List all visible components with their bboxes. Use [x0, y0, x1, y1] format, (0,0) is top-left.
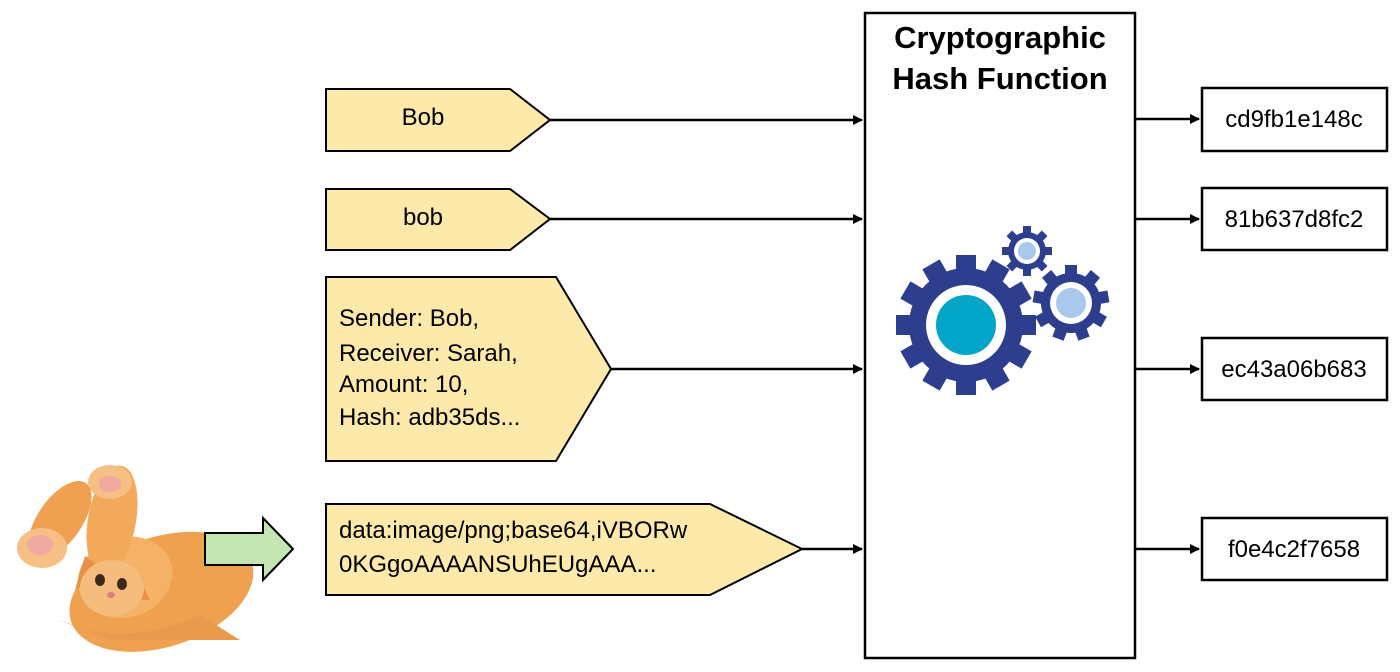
- input-label-3-line-2: Receiver: Sarah,: [339, 340, 518, 367]
- output-hash-2: 81b637d8fc2: [1225, 206, 1364, 233]
- output-box-1: [1200, 86, 1389, 153]
- input-label-3-line-3: Amount: 10,: [339, 371, 468, 398]
- convert-arrow: [204, 515, 295, 583]
- gears-icon: [896, 226, 1110, 395]
- input-shape-4: [325, 503, 805, 596]
- input-shape-3: [325, 276, 613, 462]
- input-label-4-line-2: 0KGgoAAAANSUhEUgAAA...: [339, 551, 656, 578]
- hash-function-title-line-2: Hash Function: [892, 61, 1107, 96]
- input-label-1: Bob: [402, 104, 445, 131]
- kitten-photo: [17, 465, 254, 652]
- input-label-4-line-1: data:image/png;base64,iVBORw: [339, 517, 688, 544]
- input-label-3-line-4: Hash: adb35ds...: [339, 404, 520, 431]
- output-hash-4: f0e4c2f7658: [1228, 536, 1360, 563]
- input-shape-1: [325, 88, 552, 152]
- output-hash-3: ec43a06b683: [1221, 356, 1366, 383]
- input-shape-2: [325, 188, 552, 251]
- input-label-2: bob: [403, 204, 443, 231]
- output-box-4: [1200, 516, 1389, 582]
- output-box-3: [1200, 336, 1389, 402]
- input-label-3-line-1: Sender: Bob,: [339, 305, 479, 332]
- output-hash-1: cd9fb1e148c: [1225, 106, 1362, 133]
- output-box-2: [1200, 186, 1389, 252]
- hash-function-title-line-1: Cryptographic: [894, 20, 1106, 55]
